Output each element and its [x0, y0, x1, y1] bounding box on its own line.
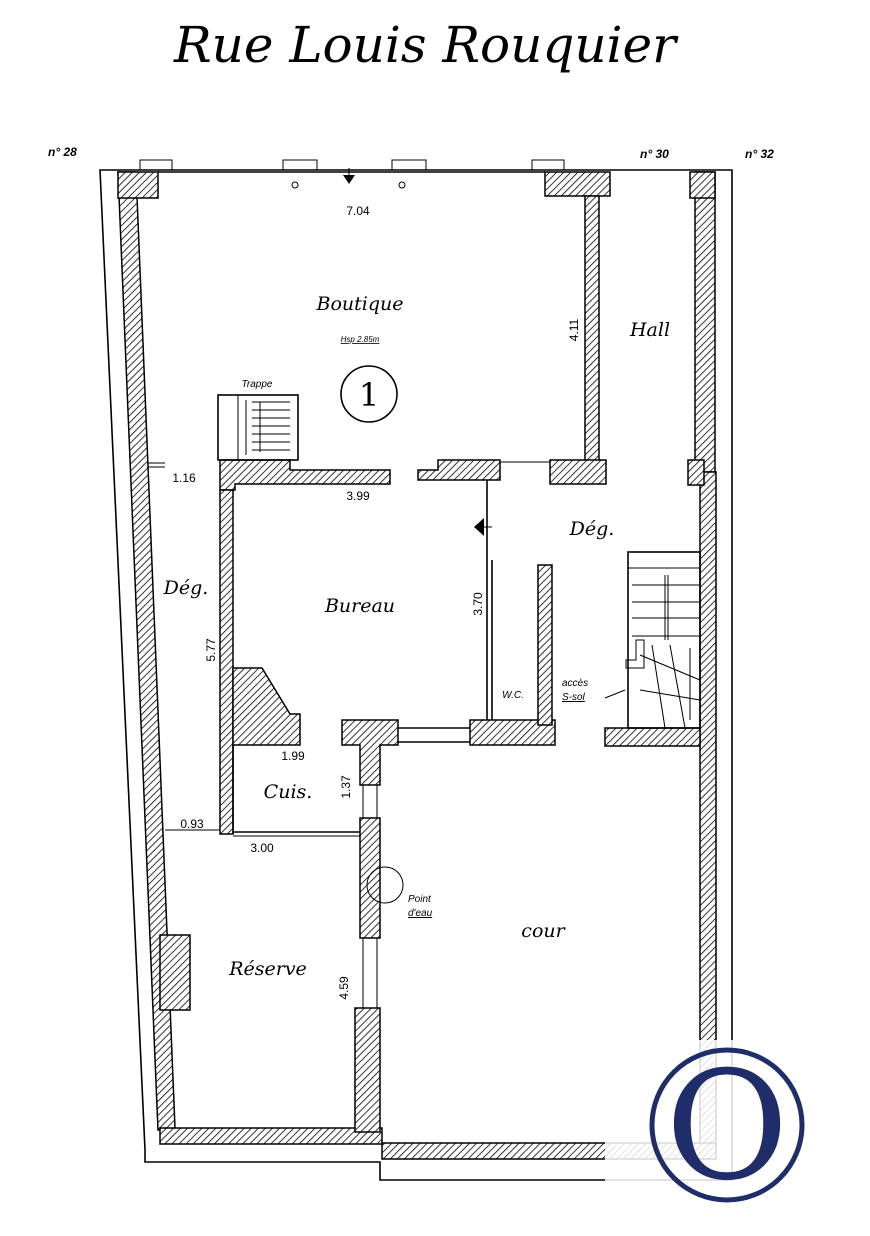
point-eau-label-line2: d'eau — [408, 908, 433, 919]
dimension-boutique-width: 7.04 — [346, 204, 370, 218]
room-label-cour: cour — [521, 920, 566, 942]
dimension-deg-width: 1.16 — [172, 471, 196, 485]
lot-number-circle — [340, 365, 398, 423]
staircase — [604, 551, 701, 729]
lot-number: 1 — [359, 376, 379, 414]
room-label-cuis: Cuis. — [264, 781, 313, 803]
neighbor-label-mid: n° 30 — [640, 147, 669, 161]
acces-label-line1: accès — [562, 678, 588, 689]
dimension-cuis-length: 3.00 — [250, 841, 274, 855]
partition-lines — [148, 461, 550, 1008]
dimension-boutique-depth: 4.11 — [567, 318, 581, 341]
room-label-deg-right: Dég. — [569, 518, 615, 540]
room-label-reserve: Réserve — [228, 958, 307, 980]
trappe-label: Trappe — [242, 379, 273, 390]
room-label-deg-left: Dég. — [163, 577, 209, 599]
dimension-cuis-width: 1.99 — [281, 749, 305, 763]
dimension-cuis-depth: 1.37 — [339, 775, 353, 799]
point-eau-label-line1: Point — [408, 894, 432, 905]
room-label-boutique: Boutique — [316, 293, 404, 315]
interior-walls — [219, 195, 705, 1133]
dimension-reserve-depth: 4.59 — [337, 976, 351, 1000]
property-boundary — [99, 169, 733, 1181]
room-label-bureau: Bureau — [324, 595, 395, 617]
facade — [139, 159, 565, 189]
acces-label-line2: S-sol — [562, 692, 586, 703]
logo-letter: O — [666, 1040, 789, 1214]
dimension-bureau-width: 3.99 — [346, 489, 370, 503]
street-title: Rue Louis Rouquier — [173, 16, 679, 74]
water-point-marker — [366, 866, 404, 904]
agency-logo: O — [605, 1040, 850, 1215]
room-label-wc: W.C. — [502, 690, 524, 701]
dimension-reserve-offset: 0.93 — [180, 817, 204, 831]
room-label-hall: Hall — [629, 319, 670, 341]
neighbor-label-left: n° 28 — [48, 145, 77, 159]
dimension-bureau-depth: 3.70 — [471, 592, 485, 616]
dimension-deg-length: 5.77 — [204, 638, 218, 662]
boutique-ceiling-height: Hsp 2.85m — [341, 335, 380, 344]
neighbor-label-right: n° 32 — [745, 147, 774, 161]
trappe-stair — [217, 394, 299, 461]
